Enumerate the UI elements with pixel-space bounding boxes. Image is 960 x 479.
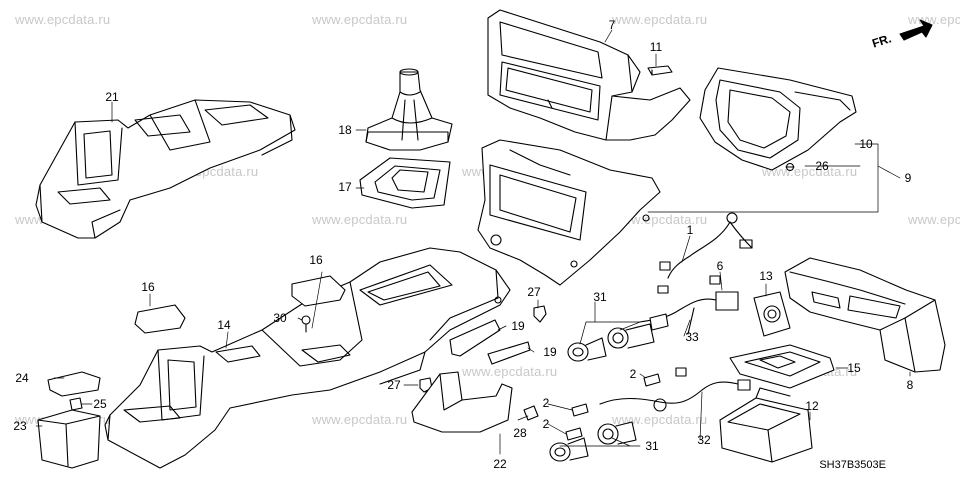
part-number-31: 31: [593, 290, 607, 304]
part-number-1: 1: [686, 223, 694, 237]
clip-11: [647, 65, 673, 76]
trim-20: [449, 319, 501, 357]
part-number-6: 6: [716, 259, 724, 273]
part-number-32: 32: [697, 433, 711, 447]
switch-6: [639, 275, 739, 335]
boot-bezel-17: [359, 157, 451, 209]
part-number-33: 33: [685, 330, 699, 344]
part-number-28: 28: [513, 426, 527, 440]
wire-harness-32: [599, 367, 751, 412]
part-number-22: 22: [493, 457, 507, 471]
part-number-31: 31: [645, 439, 659, 453]
watermark: www.epcdata.ru: [312, 412, 408, 427]
part-number-15: 14: [217, 318, 231, 332]
cigarette-lighter-31-lower: [549, 421, 637, 462]
plug-33: [649, 313, 669, 331]
watermark: www.epcdata.ru: [462, 364, 558, 379]
part-number-18: 18: [338, 123, 352, 137]
part-number-29: 27: [387, 378, 401, 392]
watermark: www.epcdata.ru: [312, 212, 408, 227]
part-number-23: 23: [13, 419, 27, 433]
lid-16-left: [134, 304, 186, 334]
watermark: www.epcdata.ru: [908, 12, 960, 27]
wire-harness-1: [657, 212, 753, 294]
lower-console-8: [784, 257, 946, 373]
bracket-22: [411, 371, 513, 433]
watermark: www.epcdata.ru: [908, 212, 960, 227]
part-number-16: 16: [141, 280, 155, 294]
ashtray-12: [719, 387, 813, 463]
part-number-8: 8: [906, 378, 914, 392]
part-number-30: 30: [273, 311, 287, 325]
cigarette-lighter-31-upper: [567, 323, 655, 362]
main-console-15: [104, 247, 511, 469]
part-number-12: 12: [805, 399, 819, 413]
watermark: www.epcdata.ru: [312, 12, 408, 27]
part-number-25: 25: [93, 397, 107, 411]
pocket-assembly-10: [699, 67, 857, 171]
part-number-26: 26: [815, 159, 829, 173]
part-number-13: 13: [759, 269, 773, 283]
watermark: www.epcdata.ru: [762, 164, 858, 179]
part-number-24: 24: [15, 371, 29, 385]
bulb-2: [565, 373, 661, 441]
clip-25: [69, 397, 83, 411]
shift-boot-18: [365, 68, 453, 151]
part-number-16: 16: [309, 253, 323, 267]
clip-28: [523, 405, 539, 421]
trim-plate-13: [753, 291, 791, 337]
watermark: www.epcdata.ru: [612, 412, 708, 427]
part-number-21: 21: [105, 90, 119, 104]
rear-console-21: [35, 99, 296, 239]
bracket-24: [47, 371, 101, 397]
part-number-20: 19: [511, 319, 525, 333]
ashtray-housing-14: [729, 344, 835, 389]
part-number-17: 17: [338, 180, 352, 194]
trim-19: [487, 341, 531, 365]
center-panel-7: [487, 9, 691, 141]
watermark: www.epcdata.ru: [612, 212, 708, 227]
part-number-9: 9: [904, 171, 912, 185]
clip-27: [533, 305, 547, 323]
watermark: www.epcdata.ru: [612, 12, 708, 27]
part-number-27: 27: [527, 285, 541, 299]
part-number-11: 11: [649, 40, 663, 54]
leader-lines: [35, 29, 911, 455]
watermark: www.epcdata.ru: [15, 12, 111, 27]
part-number-14: 15: [847, 361, 861, 375]
screw-26: [785, 162, 795, 172]
part-number-2: 2: [542, 417, 550, 431]
center-panel-9: [477, 139, 661, 286]
front-direction-arrow-icon: [899, 19, 933, 41]
part-number-10: 10: [859, 137, 873, 151]
holder-23: [37, 409, 101, 469]
part-number-7: 7: [608, 18, 616, 32]
part-number-2: 2: [629, 367, 637, 381]
part-number-19: 19: [543, 345, 557, 359]
diagram-code: SH37B3503E: [819, 459, 886, 471]
part-number-2: 2: [542, 396, 550, 410]
